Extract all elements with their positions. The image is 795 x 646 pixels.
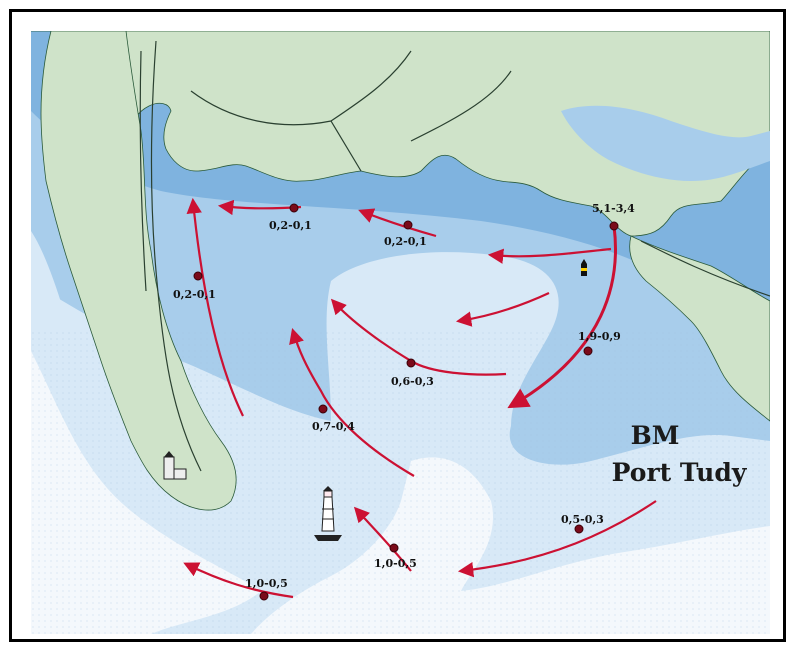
land-east xyxy=(629,235,770,422)
current-markers xyxy=(193,203,619,601)
current-label-c: 5,1-3,4 xyxy=(592,202,635,215)
port-code: BM xyxy=(631,421,680,450)
current-label-j: 1,0-0,5 xyxy=(245,577,288,590)
land-north xyxy=(31,31,770,237)
lighthouse-icon xyxy=(314,486,342,541)
port-name: Port Tudy xyxy=(612,458,748,487)
arrow-j xyxy=(183,562,294,599)
current-label-i: 1,0-0,5 xyxy=(374,557,417,570)
arrow-c xyxy=(487,247,612,264)
current-label-b: 0,2-0,1 xyxy=(384,235,427,248)
tidal-current-map: 0,2-0,1 0,2-0,1 5,1-3,4 0,2-0,1 1,9-0,9 … xyxy=(31,31,770,634)
roads xyxy=(139,40,770,472)
current-label-d: 0,2-0,1 xyxy=(173,288,216,301)
arrow-d xyxy=(186,197,244,417)
arrow-i xyxy=(353,506,412,572)
arrow-h xyxy=(457,500,657,578)
land-west xyxy=(40,31,237,511)
arrow-g xyxy=(289,328,415,477)
current-label-a: 0,2-0,1 xyxy=(269,219,312,232)
arrow-b xyxy=(358,208,437,238)
chapel-icon xyxy=(163,451,187,480)
current-label-g: 0,7-0,4 xyxy=(312,420,355,433)
current-label-e: 1,9-0,9 xyxy=(578,330,621,343)
arrow-main xyxy=(507,225,617,409)
current-label-f: 0,6-0,3 xyxy=(391,375,434,388)
inlet-east xyxy=(561,105,770,181)
current-label-h: 0,5-0,3 xyxy=(561,513,604,526)
arrow-e xyxy=(455,292,550,327)
beacon-icon xyxy=(581,259,587,276)
